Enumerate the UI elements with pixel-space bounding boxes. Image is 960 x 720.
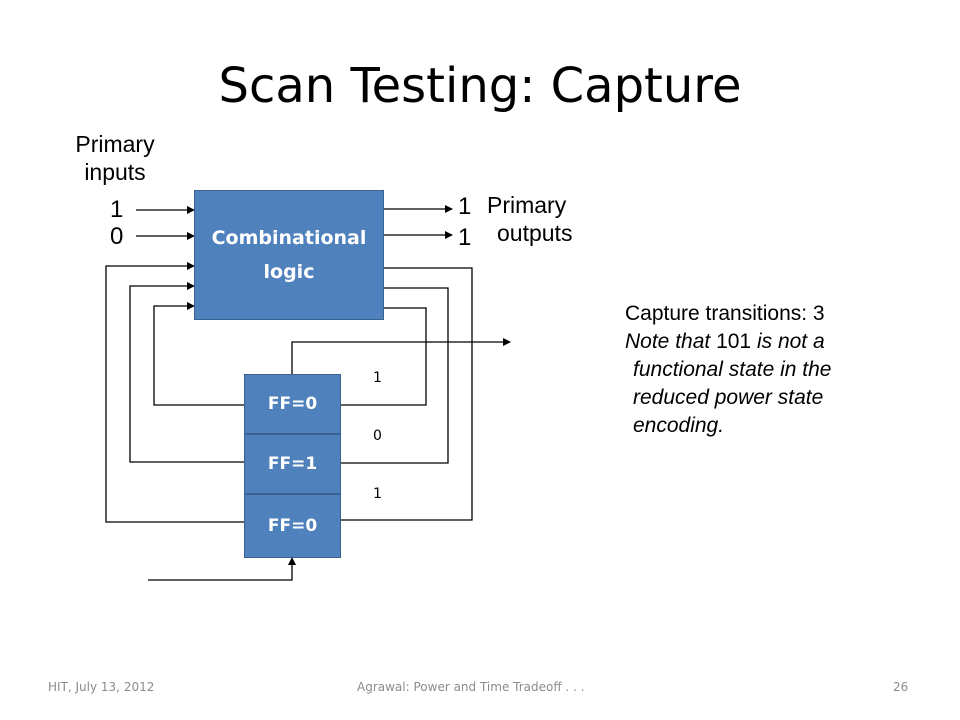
page-number: 26 <box>893 680 909 694</box>
capture-wire-1 <box>340 267 473 521</box>
captured-bit-2: 0 <box>373 428 382 444</box>
input-value-2: 0 <box>110 223 124 250</box>
capture-note: Capture transitions: 3 Note that 101 is … <box>625 300 945 440</box>
note-line-4: reduced power state <box>633 386 824 409</box>
flip-flop-2: FF=1 <box>244 434 341 494</box>
captured-bit-3: 1 <box>373 486 382 502</box>
scan-in-wire <box>148 557 296 581</box>
input-value-1: 1 <box>110 196 124 223</box>
flip-flop-3-label: FF=0 <box>267 516 318 536</box>
capture-wire-3 <box>340 307 427 406</box>
note-line-2: Note that 101 is not a <box>625 330 825 353</box>
footer-date: HIT, July 13, 2012 <box>48 680 155 694</box>
note-line-3: functional state in the <box>633 358 832 381</box>
flip-flop-1-label: FF=0 <box>267 394 318 414</box>
feedback-wire-3 <box>105 262 246 523</box>
capture-wire-2 <box>340 287 449 464</box>
slide-title: Scan Testing: Capture <box>218 58 742 114</box>
capture-transitions-text: Capture transitions: 3 <box>625 302 825 325</box>
flip-flop-2-label: FF=1 <box>267 454 318 474</box>
combinational-logic-block: Combinational logic <box>194 190 384 320</box>
output-value-1: 1 <box>458 193 472 220</box>
combinational-logic-label-1: Combinational <box>211 227 367 249</box>
output-value-2: 1 <box>458 224 472 251</box>
note-line-5: encoding. <box>633 414 725 437</box>
flip-flop-1: FF=0 <box>244 374 341 434</box>
footer-title: Agrawal: Power and Time Tradeoff . . . <box>357 680 585 694</box>
scan-out-wire <box>291 338 511 378</box>
captured-bit-1: 1 <box>373 370 382 386</box>
combinational-logic-label-2: logic <box>263 261 315 283</box>
feedback-wire-2 <box>129 282 246 463</box>
flip-flop-3: FF=0 <box>244 494 341 558</box>
primary-outputs-label: Primary outputs <box>487 192 573 246</box>
primary-inputs-label: Primary inputs <box>75 131 155 185</box>
feedback-wire-1 <box>153 302 246 406</box>
